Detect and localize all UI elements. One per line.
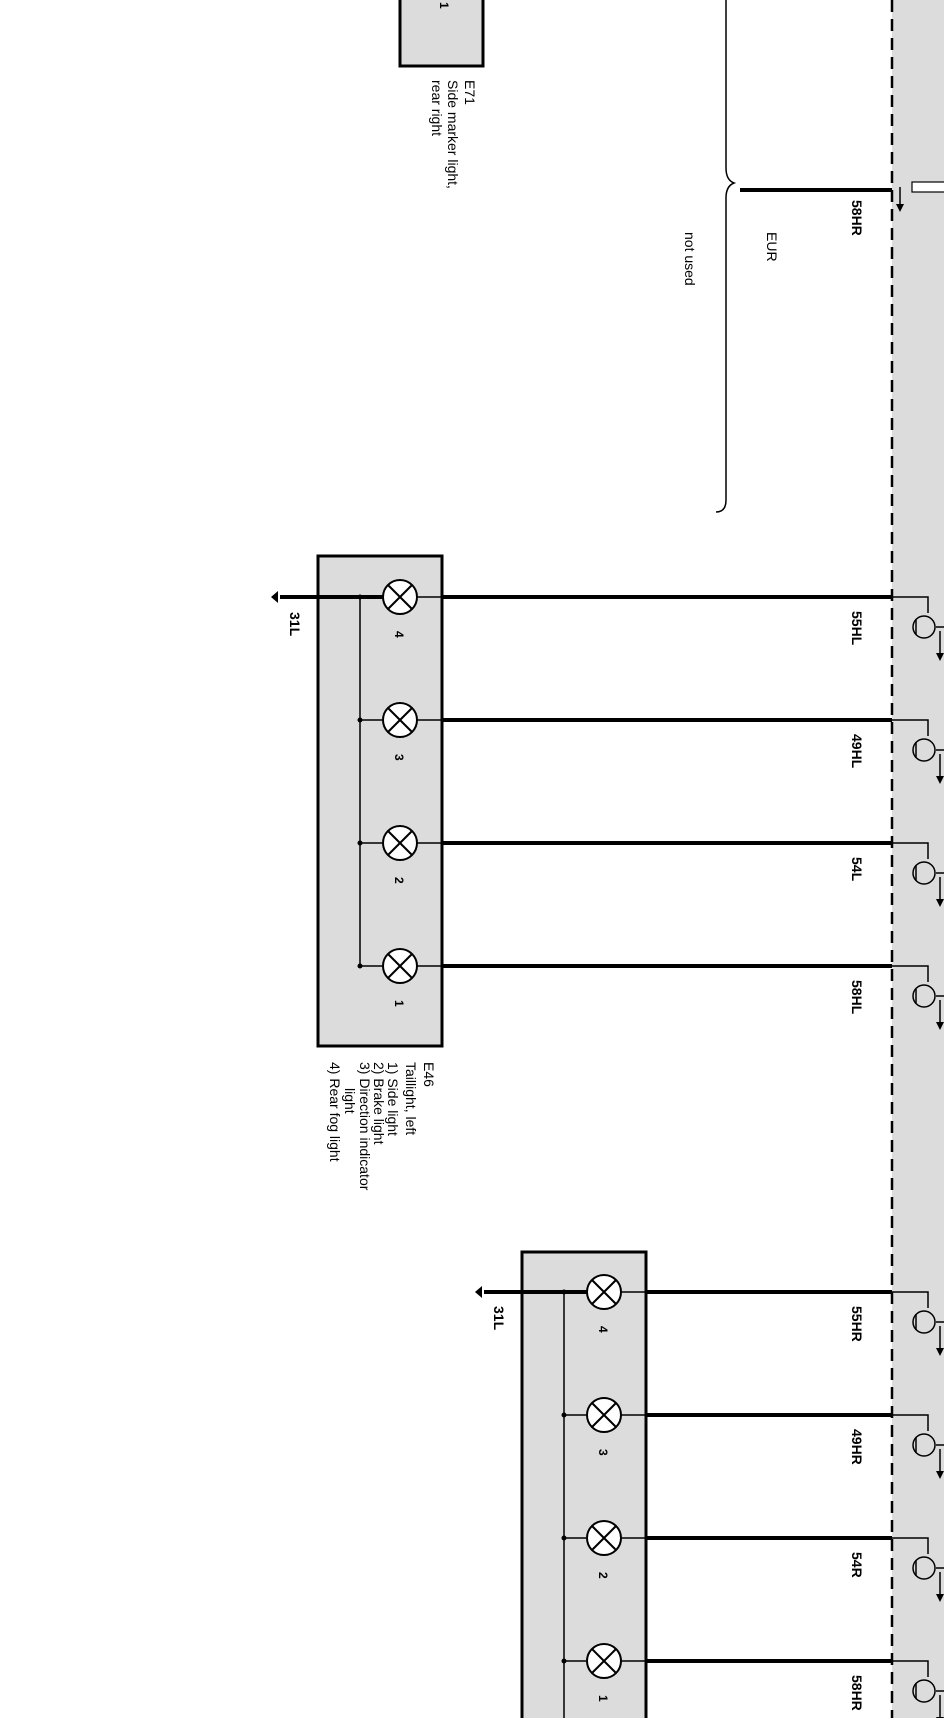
- e71-desc-line1: Side marker light,: [445, 80, 461, 189]
- right-taillight-box: [520, 1250, 648, 1718]
- transistor-icon: [892, 965, 944, 1030]
- e46-desc-line: 2) Brake light: [371, 1062, 387, 1145]
- e46-component-box: [316, 554, 444, 1048]
- transistor-icon: [892, 842, 944, 907]
- e46-wire-label: 58HL: [849, 980, 865, 1015]
- e46-lamp-4: 4: [357, 579, 442, 638]
- right-pin-label: 2: [596, 1572, 610, 1579]
- e46-desc-line: Taillight, left: [403, 1062, 419, 1135]
- e46-desc-line: 1) Side light: [385, 1062, 401, 1136]
- right-ground-symbol: [475, 1286, 482, 1298]
- right-pin-label: 4: [596, 1326, 610, 1333]
- right-pin-label: 3: [596, 1449, 610, 1456]
- e46-wire-label: 49HL: [849, 734, 865, 769]
- transistor-icon: [892, 719, 944, 784]
- right-wire-label: 58HR: [849, 1675, 865, 1711]
- e46-pin-label: 4: [392, 631, 406, 638]
- e46-desc-line: light: [342, 1088, 358, 1114]
- right-ground-label: 31L: [491, 1306, 507, 1331]
- right-lamp-4: 4: [561, 1274, 646, 1333]
- transistor-icon: [892, 1291, 944, 1356]
- e46-wire-label: 54L: [849, 857, 865, 882]
- e46-ref: E46: [421, 1062, 437, 1087]
- right-wire-label: 49HR: [849, 1429, 865, 1465]
- e46-pin-label: 1: [392, 1000, 406, 1007]
- e46-lamp-3: 3: [357, 702, 442, 761]
- not-used-label: not used: [682, 232, 698, 286]
- terminal-58hr-top: [896, 181, 944, 212]
- e46-ground-symbol: [271, 591, 278, 603]
- control-unit-panel: [892, 0, 944, 1718]
- e46-desc-line: 3) Direction indicator: [357, 1062, 373, 1191]
- e46-ground-label: 31L: [287, 612, 303, 637]
- transistor-icon: [892, 1414, 944, 1479]
- e46-taillight-left: 31L 4 55HL 3 49HL 2 54L 1 58HL: [271, 554, 944, 1048]
- e46-desc-line: 4) Rear fog light: [327, 1062, 343, 1162]
- right-lamp-3: 3: [561, 1397, 646, 1456]
- right-wire-label: 55HR: [849, 1306, 865, 1342]
- e71-desc-line2: rear right: [429, 80, 445, 136]
- e71-pin: 1: [437, 2, 451, 9]
- transistor-icon: [892, 1537, 944, 1602]
- e46-lamp-2: 2: [357, 825, 442, 884]
- e46-pin-label: 3: [392, 754, 406, 761]
- right-lamp-2: 2: [561, 1520, 646, 1579]
- e71-component-box: [398, 0, 485, 68]
- e71-ref: E71: [462, 80, 478, 105]
- right-taillight: 31L 4 55HR 3 49HR 2 54R 1 58HR: [475, 1250, 944, 1718]
- e46-pin-label: 2: [392, 877, 406, 884]
- right-pin-label: 1: [596, 1695, 610, 1702]
- e46-wire-label: 55HL: [849, 611, 865, 646]
- market-label: EUR: [764, 232, 780, 262]
- wire-label-58hr-top: 58HR: [849, 200, 865, 236]
- right-lamp-1: 1: [561, 1643, 646, 1702]
- not-used-brace: [715, 0, 737, 513]
- right-wire-label: 54R: [849, 1552, 865, 1578]
- e46-lamp-1: 1: [357, 948, 442, 1007]
- transistor-icon: [892, 596, 944, 661]
